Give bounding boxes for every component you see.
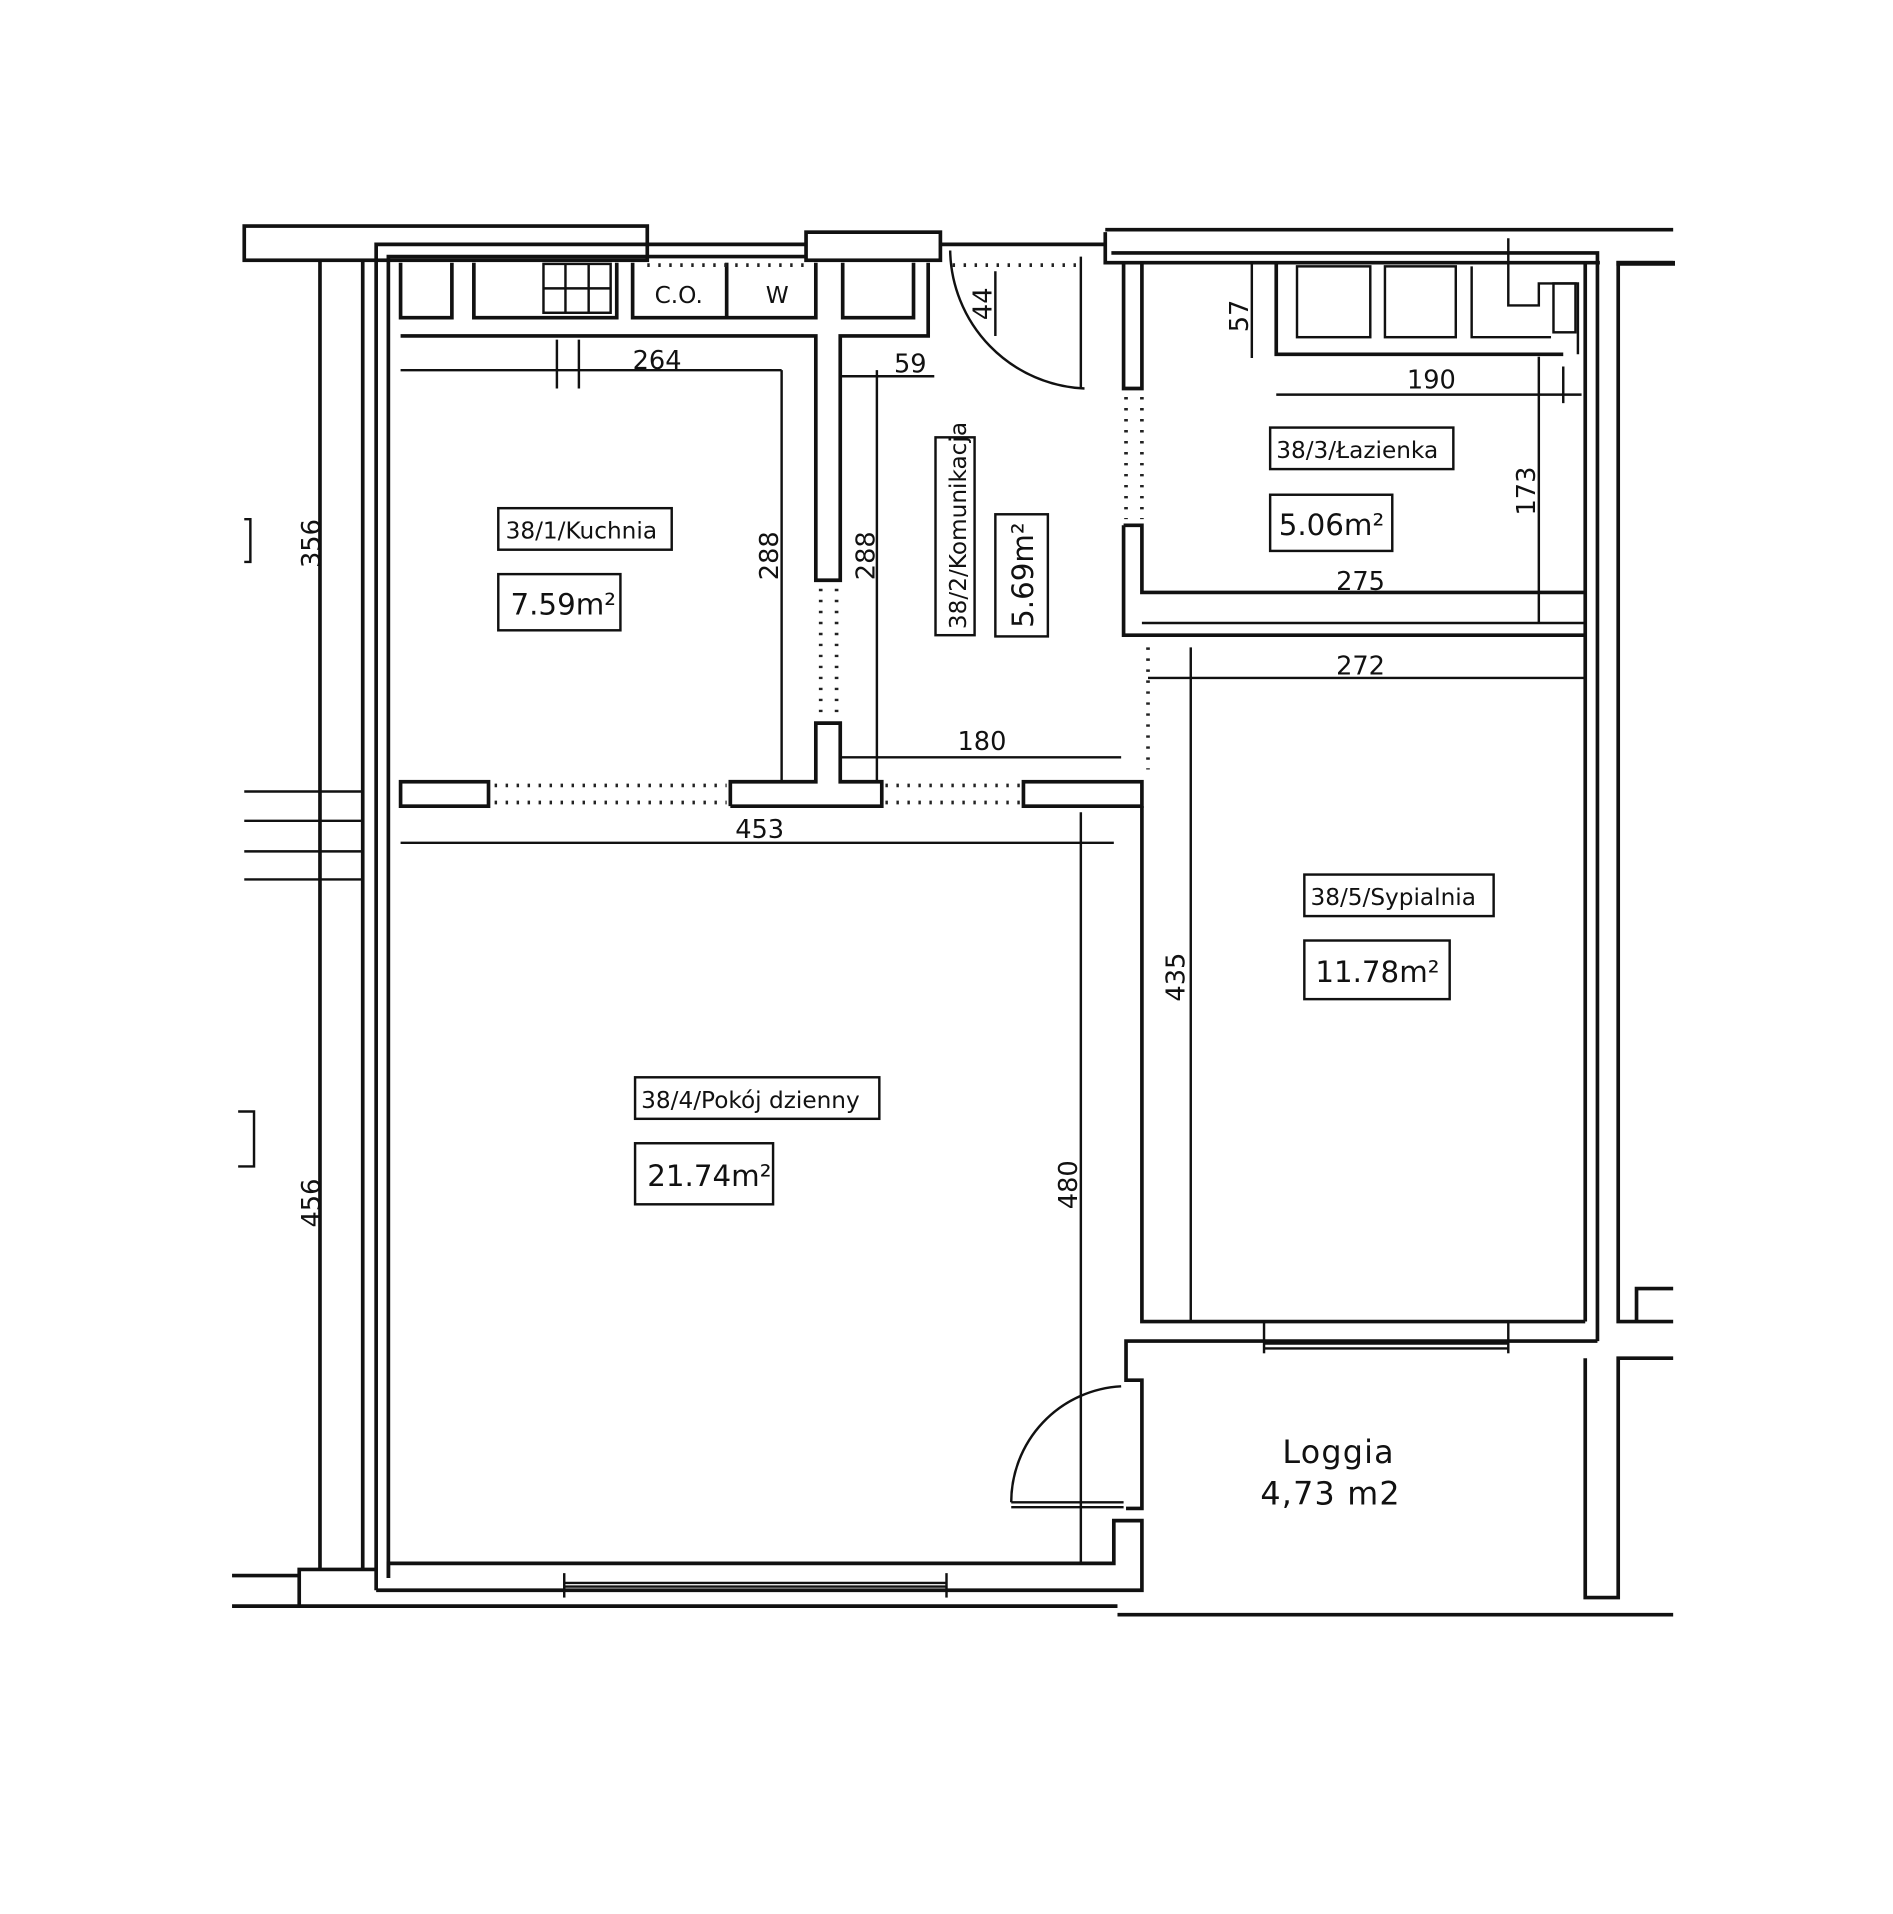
dim-left-upper: 356: [297, 519, 327, 568]
room-lazienka: 38/3/Łazienka 5.06m²: [1268, 426, 1455, 553]
dim-living-width: 453: [735, 815, 784, 845]
room-area: 5.06m²: [1279, 508, 1385, 542]
outer-walls: [232, 224, 1675, 1617]
co-label: C.O.: [655, 282, 703, 309]
dim-bed-width: 272: [1336, 651, 1385, 681]
room-pokoj-dzienny: 38/4/Pokój dzienny 21.74m²: [633, 1076, 881, 1206]
kitchen-cabinets: C.O. W: [398, 262, 1081, 721]
dim-kitchen-width: 264: [633, 346, 682, 376]
loggia: Loggia 4,73 m2: [1260, 1435, 1400, 1513]
room-label: 38/2/Komunikacja: [945, 422, 972, 629]
doors: [948, 250, 1124, 1509]
room-area: 11.78m²: [1315, 955, 1439, 989]
room-label: 38/4/Pokój dzienny: [641, 1087, 860, 1114]
dim-bath-inner: 190: [1407, 365, 1456, 395]
room-label: 38/5/Sypialnia: [1310, 884, 1475, 911]
room-area: 7.59m²: [510, 587, 616, 621]
dim-corridor-small: 59: [894, 350, 927, 380]
loggia-area: 4,73 m2: [1260, 1477, 1400, 1513]
dim-door-offset: 44: [969, 287, 999, 320]
dimension-labels: 264 59 288 288 44 180 453 480 57 190 173…: [297, 287, 1542, 1227]
interior-walls: [398, 238, 1586, 1354]
room-area: 5.69m²: [1006, 522, 1040, 628]
room-kuchnia: 38/1/Kuchnia 7.59m²: [497, 506, 673, 632]
room-sypialnia: 38/5/Sypialnia 11.78m²: [1303, 873, 1495, 1001]
loggia-label: Loggia: [1282, 1435, 1394, 1471]
dimension-lines: [400, 262, 1586, 1564]
dim-left-lower: 456: [297, 1179, 327, 1228]
dim-bath-width: 275: [1336, 567, 1385, 597]
w-label: W: [766, 282, 789, 309]
dim-kitchen-depth: 288: [755, 531, 785, 580]
dim-bath-depth: 173: [1512, 467, 1542, 516]
dim-corridor-width: 180: [957, 727, 1006, 757]
room-komunikacja: 38/2/Komunikacja 5.69m²: [934, 422, 1050, 638]
dim-bath-offset: 57: [1225, 300, 1255, 333]
room-label: 38/3/Łazienka: [1276, 437, 1438, 464]
dim-bed-depth: 435: [1162, 953, 1192, 1002]
room-label: 38/1/Kuchnia: [506, 518, 657, 545]
dim-corridor-depth: 288: [851, 531, 881, 580]
dim-living-depth: 480: [1054, 1160, 1084, 1209]
room-area: 21.74m²: [647, 1159, 771, 1193]
